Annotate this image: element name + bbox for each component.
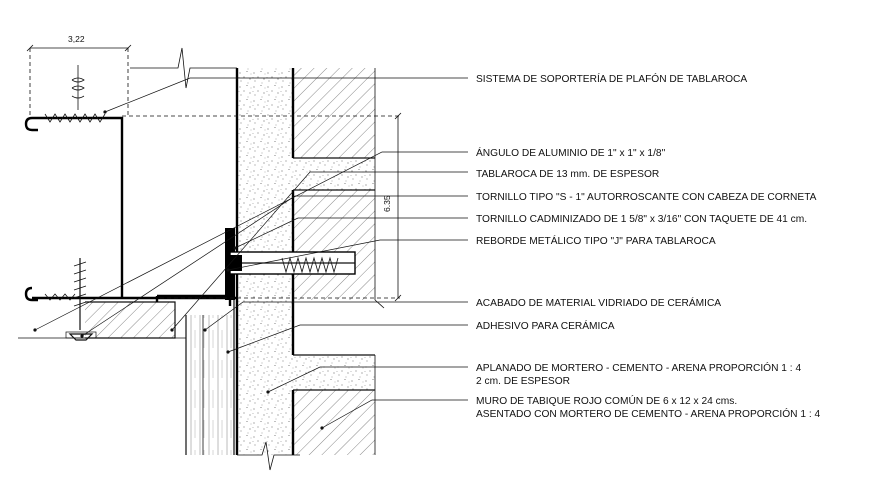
break-lines: [130, 47, 300, 471]
annotation-labels: SISTEMA DE SOPORTERÍA DE PLAFÓN DE TABLA…: [476, 72, 820, 420]
label-j-trim: REBORDE METÁLICO TIPO "J" PARA TABLAROCA: [476, 234, 716, 247]
label-gypsum-board: TABLAROCA DE 13 mm. DE ESPESOR: [476, 169, 659, 180]
label-brick-mortar: ASENTADO CON MORTERO DE CEMENTO - ARENA …: [476, 407, 820, 420]
label-mortar-render: APLANADO DE MORTERO - CEMENTO - ARENA PR…: [476, 361, 801, 374]
brick-wall: [293, 68, 375, 455]
label-aluminum-angle: ÁNGULO DE ALUMINIO DE 1" x 1" x 1/8": [476, 146, 666, 159]
ceiling-suspension-system: [18, 65, 237, 341]
label-mortar-thickness: 2 cm. DE ESPESOR: [476, 376, 570, 387]
ceramic-tile-finish: [185, 300, 235, 455]
dimension-top: 3,22: [26, 34, 132, 52]
label-ceramic-adhesive: ADHESIVO PARA CERÁMICA: [476, 319, 615, 332]
reference-lines: [29, 48, 400, 299]
label-self-drilling-screw: TORNILLO TIPO "S - 1" AUTORROSCANTE CON …: [476, 192, 817, 203]
label-ceiling-support-system: SISTEMA DE SOPORTERÍA DE PLAFÓN DE TABLA…: [476, 72, 747, 85]
leader-lines: [33, 77, 468, 430]
dimension-vertical: 6.35: [382, 112, 402, 302]
anchor-screw-with-plug: [229, 251, 356, 275]
dimension-vertical-value: 6.35: [382, 195, 392, 212]
label-brick-wall: MURO DE TABIQUE ROJO COMÚN DE 6 x 12 x 2…: [476, 394, 737, 407]
label-anchor-screw: TORNILLO CADMINIZADO DE 1 5/8" x 3/16" C…: [476, 214, 807, 225]
dimension-top-value: 3,22: [68, 34, 85, 44]
label-ceramic-finish: ACABADO DE MATERIAL VIDRIADO DE CERÁMICA: [476, 296, 721, 309]
